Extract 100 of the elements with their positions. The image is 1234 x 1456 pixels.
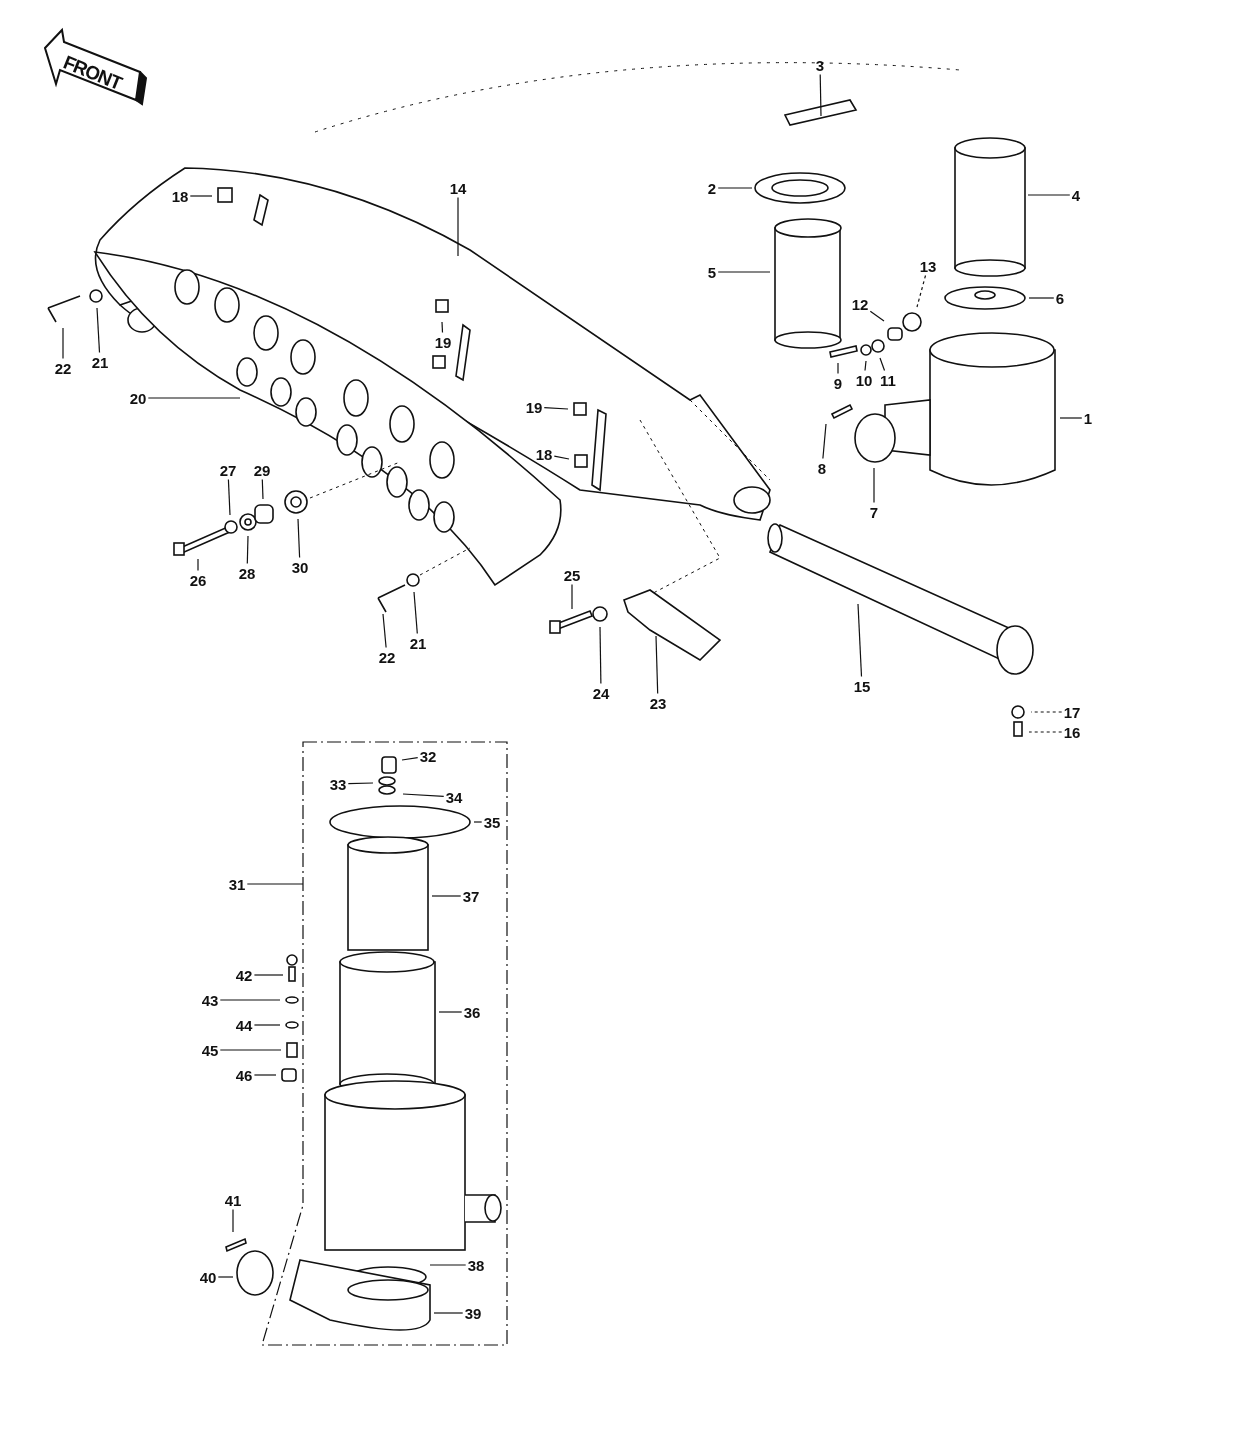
callout-number: 13 bbox=[919, 257, 937, 275]
callout-number: 36 bbox=[463, 1003, 481, 1021]
leader-line bbox=[869, 310, 885, 322]
leader-line bbox=[822, 423, 827, 460]
leader-line bbox=[253, 1024, 281, 1026]
callout-number: 43 bbox=[201, 991, 219, 1009]
leader-line bbox=[1027, 194, 1071, 196]
callout-number: 17 bbox=[1063, 703, 1081, 721]
callout-number: 23 bbox=[649, 694, 667, 712]
callout-number: 37 bbox=[462, 887, 480, 905]
leader-line bbox=[857, 603, 863, 678]
callout-number: 44 bbox=[235, 1016, 253, 1034]
callout-number: 12 bbox=[851, 295, 869, 313]
leader-line bbox=[413, 591, 418, 635]
callout-number: 4 bbox=[1071, 186, 1081, 204]
callout-number: 10 bbox=[855, 371, 873, 389]
leader-line bbox=[429, 1264, 467, 1266]
callout-number: 41 bbox=[224, 1191, 242, 1209]
callout-number: 45 bbox=[201, 1041, 219, 1059]
callout-number: 26 bbox=[189, 571, 207, 589]
callout-number: 6 bbox=[1055, 289, 1065, 307]
callout-number: 14 bbox=[449, 179, 467, 197]
callout-number: 42 bbox=[235, 966, 253, 984]
leader-line bbox=[916, 274, 927, 308]
leader-line bbox=[96, 307, 101, 354]
leader-line bbox=[441, 321, 444, 334]
callout-number: 40 bbox=[199, 1268, 217, 1286]
leader-line bbox=[433, 1312, 464, 1314]
leader-line bbox=[401, 757, 419, 761]
callout-number: 35 bbox=[483, 813, 501, 831]
callout-number: 16 bbox=[1063, 723, 1081, 741]
callout-number: 20 bbox=[129, 389, 147, 407]
callout-number: 38 bbox=[467, 1256, 485, 1274]
leader-line bbox=[543, 407, 569, 410]
leader-line bbox=[147, 397, 241, 399]
callout-number: 5 bbox=[707, 263, 717, 281]
callout-number: 29 bbox=[253, 461, 271, 479]
leader-line bbox=[217, 1276, 234, 1278]
leader-line bbox=[1028, 297, 1055, 299]
leader-line bbox=[717, 271, 771, 273]
leader-line bbox=[297, 518, 301, 559]
callout-number: 34 bbox=[445, 788, 463, 806]
callout-number: 39 bbox=[464, 1304, 482, 1322]
leader-line bbox=[819, 73, 822, 117]
leader-line bbox=[62, 327, 64, 360]
leader-line bbox=[197, 558, 199, 572]
leader-line bbox=[473, 821, 483, 823]
callout-number: 21 bbox=[91, 353, 109, 371]
leader-line bbox=[219, 999, 281, 1001]
leader-line bbox=[571, 583, 573, 610]
callout-number: 2 bbox=[707, 179, 717, 197]
leader-line bbox=[232, 1208, 234, 1233]
leader-line bbox=[246, 535, 249, 565]
leader-line bbox=[553, 455, 570, 460]
callout-number: 32 bbox=[419, 747, 437, 765]
leader-line bbox=[382, 613, 387, 649]
leader-line bbox=[402, 793, 445, 797]
callout-number: 24 bbox=[592, 684, 610, 702]
callout-number: 25 bbox=[563, 566, 581, 584]
callout-number: 33 bbox=[329, 775, 347, 793]
leader-line bbox=[837, 362, 839, 375]
leader-line bbox=[219, 1049, 282, 1051]
callout-number: 3 bbox=[815, 56, 825, 74]
callout-number: 46 bbox=[235, 1066, 253, 1084]
callout-number: 8 bbox=[817, 459, 827, 477]
callout-number: 1 bbox=[1083, 409, 1093, 427]
leader-line bbox=[261, 478, 264, 500]
leader-line bbox=[457, 196, 459, 257]
callout-number: 22 bbox=[378, 648, 396, 666]
leader-line bbox=[246, 883, 304, 885]
callout-number: 18 bbox=[535, 445, 553, 463]
leader-line bbox=[873, 467, 875, 504]
callout-number: 9 bbox=[833, 374, 843, 392]
leader-line bbox=[1028, 731, 1063, 733]
leader-line bbox=[864, 360, 867, 372]
leader-line bbox=[189, 195, 213, 197]
callout-number: 28 bbox=[238, 564, 256, 582]
callout-number: 19 bbox=[434, 333, 452, 351]
leader-line bbox=[1030, 711, 1063, 713]
callout-number: 30 bbox=[291, 558, 309, 576]
callout-number: 31 bbox=[228, 875, 246, 893]
leader-line bbox=[253, 1074, 277, 1076]
leader-line bbox=[347, 782, 374, 785]
leader-line bbox=[253, 974, 284, 976]
callout-number: 7 bbox=[869, 503, 879, 521]
callout-number: 21 bbox=[409, 634, 427, 652]
callout-number: 15 bbox=[853, 677, 871, 695]
callout-number: 11 bbox=[880, 371, 896, 389]
leader-line bbox=[655, 635, 659, 695]
callout-number: 18 bbox=[171, 187, 189, 205]
leader-line bbox=[717, 187, 753, 189]
callout-number: 22 bbox=[54, 359, 72, 377]
leader-line bbox=[438, 1011, 463, 1013]
leader-line bbox=[1059, 417, 1083, 419]
leader-line bbox=[879, 357, 886, 372]
callout-number: 19 bbox=[525, 398, 543, 416]
callout-number: 27 bbox=[219, 461, 237, 479]
leader-line bbox=[431, 895, 462, 897]
leader-line bbox=[227, 478, 231, 516]
leader-line bbox=[599, 626, 602, 685]
